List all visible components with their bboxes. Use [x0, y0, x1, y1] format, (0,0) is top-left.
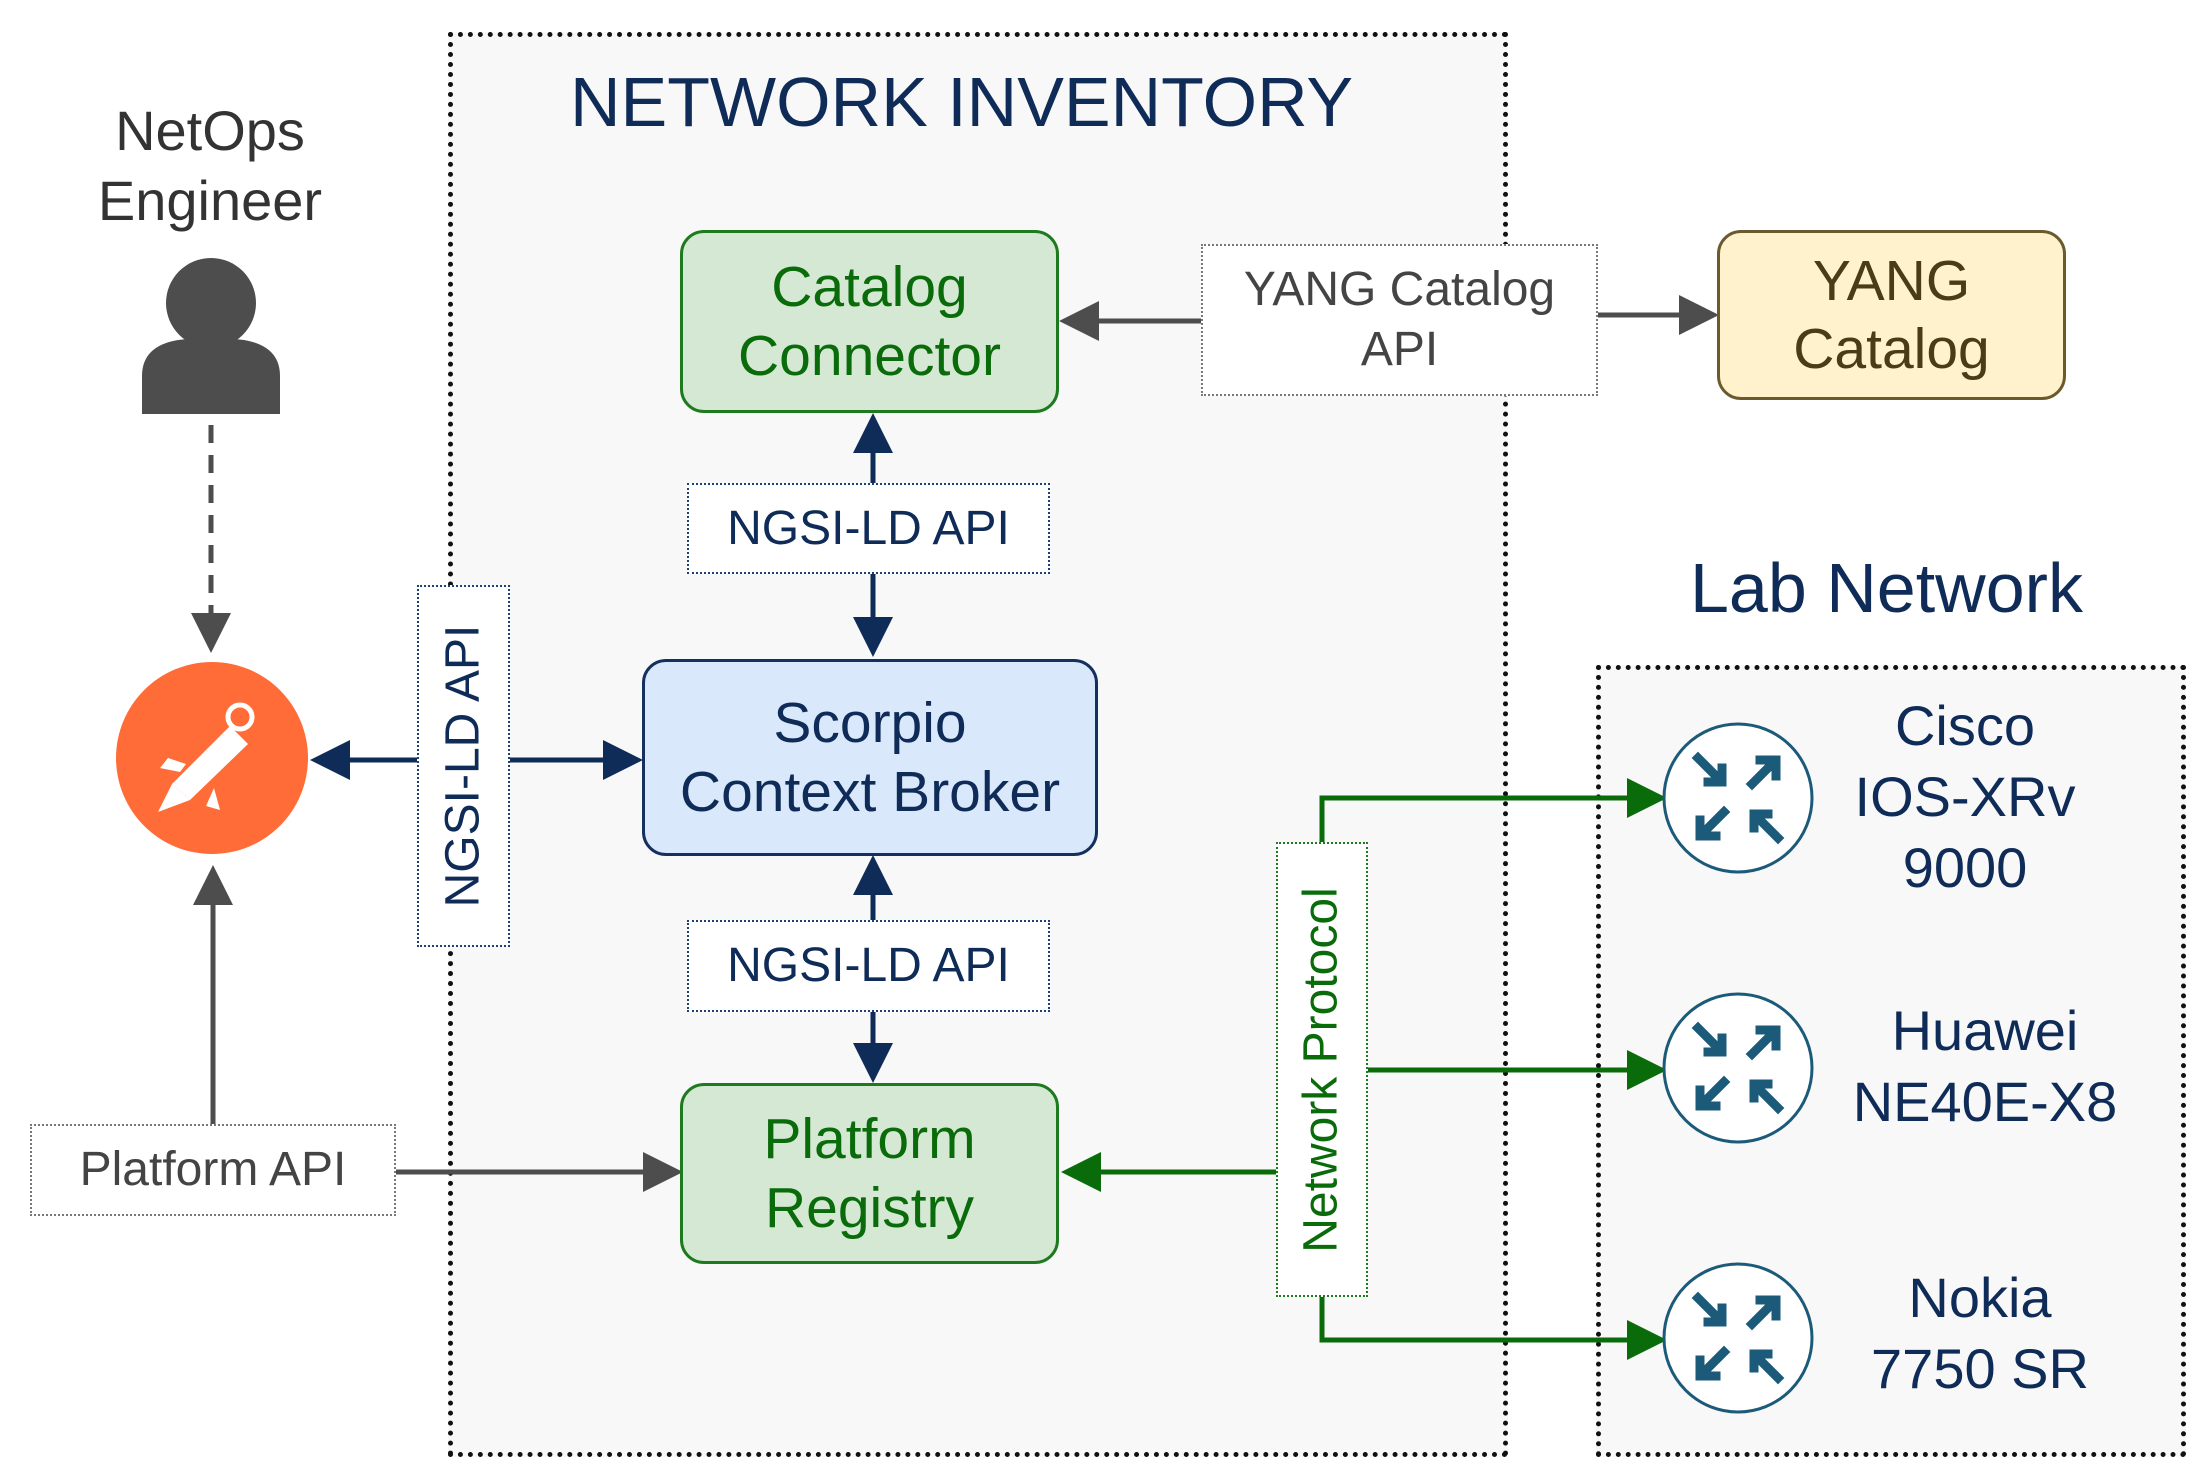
network-protocol-label: Network Protocol [1276, 842, 1368, 1297]
protocol-to-nokia-edge [1319, 1296, 1667, 1360]
ngsi-ld-api-bottom-label: NGSI-LD API [687, 920, 1050, 1012]
catalog-connector-box[interactable]: Catalog Connector [680, 230, 1059, 413]
network-inventory-title: NETWORK INVENTORY [570, 63, 1354, 141]
huawei-device-label: Huawei NE40E-X8 [1852, 999, 2118, 1134]
yang-catalog-api-label: YANG Catalog API [1201, 244, 1598, 396]
postman-icon[interactable] [114, 660, 310, 856]
ngsi-ld-api-vertical-label: NGSI-LD API [417, 585, 510, 947]
router-icon[interactable] [1660, 720, 1816, 876]
yang-catalog-box[interactable]: YANG Catalog [1717, 230, 2066, 400]
lab-network-title: Lab Network [1690, 549, 2083, 627]
protocol-to-cisco-edge [1319, 778, 1667, 842]
router-icon[interactable] [1660, 1260, 1816, 1416]
network-protocol-text: Network Protocol [1295, 886, 1348, 1253]
user-icon [142, 258, 280, 414]
ngsi-ld-api-top-label: NGSI-LD API [687, 483, 1050, 574]
router-icon[interactable] [1660, 990, 1816, 1146]
actor-label: NetOps Engineer [97, 99, 323, 232]
platform-registry-box[interactable]: Platform Registry [680, 1083, 1059, 1264]
nokia-device-label: Nokia 7750 SR [1871, 1266, 2089, 1401]
cisco-device-label: Cisco IOS-XRv 9000 [1854, 694, 2076, 900]
platform-api-label: Platform API [30, 1124, 396, 1216]
ngsi-ld-api-vertical-text: NGSI-LD API [436, 624, 490, 908]
scorpio-context-broker-box[interactable]: Scorpio Context Broker [642, 659, 1098, 856]
